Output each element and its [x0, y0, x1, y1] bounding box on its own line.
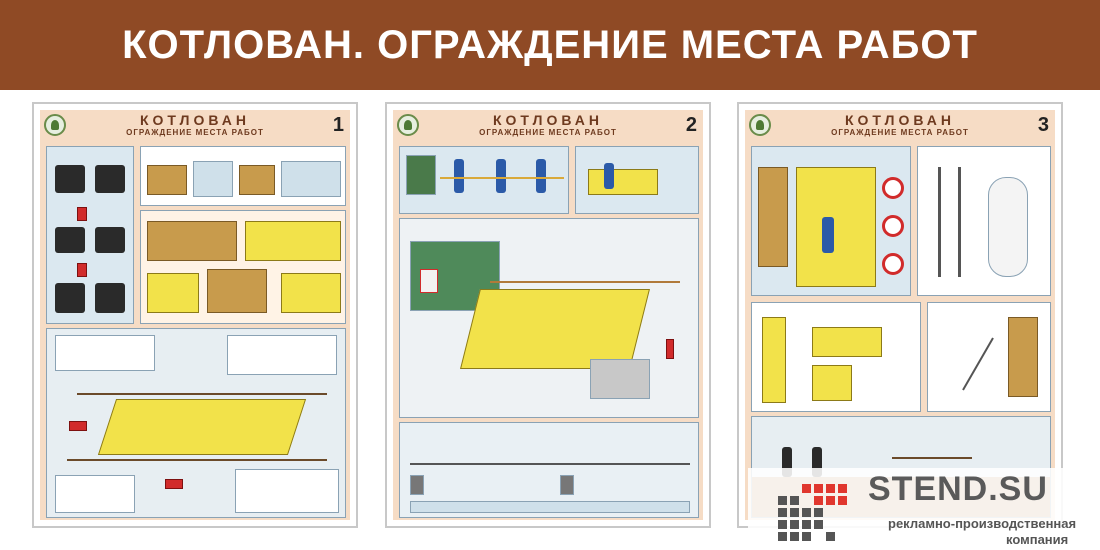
- warning-icon: [77, 207, 87, 221]
- ladder-illustration: [958, 167, 961, 277]
- shoring-illustration: [245, 221, 341, 261]
- worker-illustration: [454, 159, 464, 193]
- shoring-illustration: [207, 269, 267, 313]
- worker-illustration: [496, 159, 506, 193]
- ladder-detail-illustration: [812, 327, 882, 357]
- barrier-illustration: [440, 177, 564, 179]
- page-title: КОТЛОВАН. ОГРАЖДЕНИЕ МЕСТА РАБОТ: [122, 23, 978, 67]
- warning-sign-icon: [420, 269, 438, 293]
- trench-illustration: [147, 165, 187, 195]
- detail-box: [55, 475, 135, 513]
- poster-2-title: КОТЛОВАН: [493, 112, 603, 128]
- hazard-illustration: [95, 165, 125, 193]
- poster-2-body: КОТЛОВАН ОГРАЖДЕНИЕ МЕСТА РАБОТ 2: [393, 110, 703, 520]
- poster-1-header: КОТЛОВАН ОГРАЖДЕНИЕ МЕСТА РАБОТ 1: [40, 110, 350, 142]
- poster-1-table-panel: [140, 146, 346, 206]
- poster-1-body: КОТЛОВАН ОГРАЖДЕНИЕ МЕСТА РАБОТ 1: [40, 110, 350, 520]
- stend-su-watermark: STEND.SU рекламно-производственная компа…: [748, 468, 1100, 550]
- poster-1-subtitle: ОГРАЖДЕНИЕ МЕСТА РАБОТ: [126, 128, 264, 137]
- legend-box: [55, 335, 155, 371]
- legend-strip: [410, 501, 690, 513]
- poster-1-pit-panel: [46, 328, 346, 518]
- worker-illustration: [812, 447, 822, 477]
- shoring-illustration: [147, 273, 199, 313]
- power-line-illustration: [410, 463, 690, 465]
- pit-illustration: [97, 399, 307, 455]
- shoring-illustration: [796, 167, 876, 287]
- poster-2-pit-panel: [399, 218, 699, 418]
- header-banner: КОТЛОВАН. ОГРАЖДЕНИЕ МЕСТА РАБОТ: [0, 0, 1100, 90]
- poster-2-platform-panel: [575, 146, 699, 214]
- poster-2-subtitle: ОГРАЖДЕНИЕ МЕСТА РАБОТ: [479, 128, 617, 137]
- ladder-illustration: [938, 167, 941, 277]
- poster-1-number: 1: [332, 114, 344, 136]
- data-table: [281, 161, 341, 197]
- ladder-illustration: [762, 317, 786, 403]
- worker-illustration: [536, 159, 546, 193]
- diagram-box: [227, 335, 337, 375]
- poster-1-shoring-panel: [140, 210, 346, 324]
- worker-illustration: [604, 163, 614, 189]
- ladder-illustration: [1008, 317, 1038, 397]
- extinguisher-icon: [666, 339, 674, 359]
- worker-illustration: [822, 217, 834, 253]
- watermark-tagline-line1: рекламно-производственная: [888, 516, 1077, 531]
- warning-icon: [77, 263, 87, 277]
- emblem-icon: [397, 114, 419, 136]
- trench-wall-illustration: [758, 167, 788, 267]
- poster-3-title: КОТЛОВАН: [845, 112, 955, 128]
- poster-1-title: КОТЛОВАН: [140, 112, 250, 128]
- poster-1-hazards-panel: [46, 146, 134, 324]
- poster-3: КОТЛОВАН ОГРАЖДЕНИЕ МЕСТА РАБОТ 3: [737, 102, 1063, 528]
- ladder-detail-illustration: [812, 365, 852, 401]
- poster-2: КОТЛОВАН ОГРАЖДЕНИЕ МЕСТА РАБОТ 2: [385, 102, 711, 528]
- poster-2-header: КОТЛОВАН ОГРАЖДЕНИЕ МЕСТА РАБОТ 2: [393, 110, 703, 142]
- warning-sign-icon: [69, 421, 87, 431]
- prohibition-sign-icon: [882, 215, 904, 237]
- emblem-icon: [44, 114, 66, 136]
- cage-ladder-illustration: [988, 177, 1028, 277]
- hazard-illustration: [95, 227, 125, 253]
- shoring-illustration: [281, 273, 341, 313]
- poster-2-power-line-panel: [399, 422, 699, 518]
- prohibition-sign-icon: [882, 253, 904, 275]
- worker-illustration: [782, 447, 792, 477]
- poster-3-body: КОТЛОВАН ОГРАЖДЕНИЕ МЕСТА РАБОТ 3: [745, 110, 1055, 520]
- booth-illustration: [406, 155, 436, 195]
- transformer-illustration: [560, 475, 574, 495]
- emblem-icon: [749, 114, 771, 136]
- hazard-illustration: [55, 227, 85, 253]
- warning-sign-icon: [165, 479, 183, 489]
- fence-illustration: [67, 459, 327, 461]
- data-table: [193, 161, 233, 197]
- poster-3-metal-ladder-panel: [917, 146, 1051, 296]
- hazard-illustration: [55, 283, 85, 313]
- poster-2-number: 2: [685, 114, 697, 136]
- hazard-illustration: [55, 165, 85, 193]
- fence-illustration: [77, 393, 327, 395]
- poster-1: КОТЛОВАН ОГРАЖДЕНИЕ МЕСТА РАБОТ 1: [32, 102, 358, 528]
- poster-3-portable-ladder-panel: [927, 302, 1051, 412]
- bridge-illustration: [892, 457, 972, 459]
- platform-illustration: [588, 169, 658, 195]
- ladder-illustration: [962, 337, 994, 391]
- fence-illustration: [490, 281, 680, 283]
- trench-illustration: [239, 165, 275, 195]
- transformer-illustration: [410, 475, 424, 495]
- detail-box: [235, 469, 339, 513]
- poster-3-subtitle: ОГРАЖДЕНИЕ МЕСТА РАБОТ: [831, 128, 969, 137]
- pit-illustration: [460, 289, 650, 369]
- prohibition-sign-icon: [882, 177, 904, 199]
- poster-3-number: 3: [1037, 114, 1049, 136]
- watermark-brand: STEND.SU: [868, 470, 1048, 508]
- poster-3-wooden-ladder-panel: [751, 302, 921, 412]
- poster-2-barrier-panel: [399, 146, 569, 214]
- tunnel-illustration: [590, 359, 650, 399]
- shoring-illustration: [147, 221, 237, 261]
- watermark-tagline-line2: компания: [1006, 532, 1069, 547]
- poster-3-ladder-panel: [751, 146, 911, 296]
- hazard-illustration: [95, 283, 125, 313]
- poster-3-header: КОТЛОВАН ОГРАЖДЕНИЕ МЕСТА РАБОТ 3: [745, 110, 1055, 142]
